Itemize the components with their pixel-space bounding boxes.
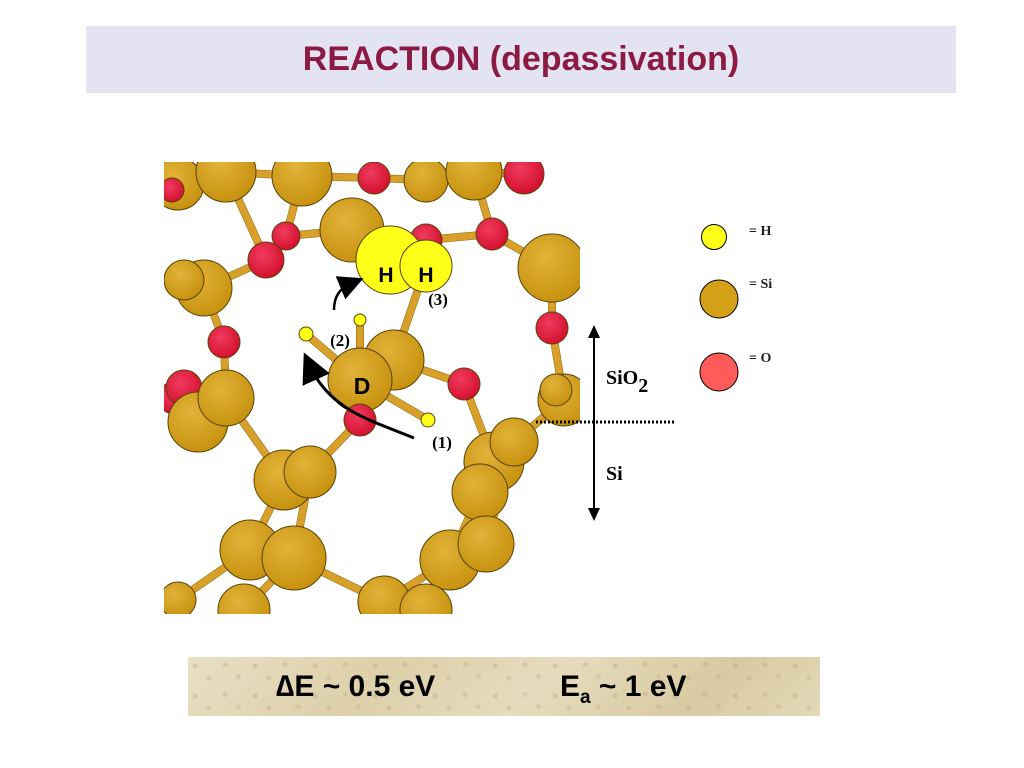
oxygen-atom-8 xyxy=(271,221,301,251)
reaction-arrow-to-3 xyxy=(332,276,364,311)
legend-o-swatch-icon xyxy=(699,352,739,392)
silicon-atom-2 xyxy=(271,162,333,207)
atom-structure xyxy=(164,162,580,614)
atom-layer xyxy=(164,162,580,614)
step-label-2: (2) xyxy=(330,331,350,350)
silicon-atom-36 xyxy=(261,525,327,591)
oxygen-atom-3 xyxy=(357,162,391,195)
oxygen-atom-19 xyxy=(207,325,241,359)
legend-label-si: = Si xyxy=(749,277,773,292)
h-atom-label-1: H xyxy=(378,264,393,287)
legend-h-swatch-icon xyxy=(701,224,727,250)
silicon-atom-33 xyxy=(489,417,539,467)
silicon-atom-17 xyxy=(164,259,205,301)
region-label-sio2-main: SiO xyxy=(606,367,638,389)
axis-arrow-bottom-icon xyxy=(588,508,600,521)
energy-bar: ∆E ~ 0.5 eV Ea ~ 1 eV xyxy=(188,657,820,716)
silicon-atom-1 xyxy=(195,162,257,203)
title-bar: REACTION (depassivation) xyxy=(86,26,956,93)
hydrogen-atom-43 xyxy=(298,326,314,342)
region-label-sio2: SiO2 xyxy=(606,367,648,397)
legend-si-swatch-icon xyxy=(699,279,739,319)
oxygen-atom-7 xyxy=(164,177,185,203)
oxygen-atom-18 xyxy=(535,311,569,345)
region-label-si: Si xyxy=(606,463,623,485)
slide-title: REACTION (depassivation) xyxy=(302,40,740,78)
legend-label-o: = O xyxy=(749,351,772,366)
legend-label-h: = H xyxy=(749,224,772,239)
reaction-arrow-1-to-2 xyxy=(302,352,415,440)
legend-item-h xyxy=(700,223,728,251)
ea-subscript: a xyxy=(580,687,591,708)
region-label-sio2-sub: 2 xyxy=(638,375,648,397)
silicon-atom-39 xyxy=(217,583,271,614)
silicon-atom-28 xyxy=(539,373,573,407)
activation-energy-value: Ea ~ 1 eV xyxy=(560,657,687,716)
oxygen-atom-11 xyxy=(475,217,509,251)
d-atom-label: D xyxy=(354,373,371,399)
silicon-atom-26 xyxy=(197,369,255,427)
silicon-atom-5 xyxy=(445,162,503,201)
ea-value: ~ 1 eV xyxy=(590,670,687,703)
silicon-atom-31 xyxy=(283,445,337,499)
molecular-diagram xyxy=(164,162,580,614)
hydrogen-atom-15 xyxy=(399,239,453,293)
oxygen-atom-21 xyxy=(447,367,481,401)
legend-item-si xyxy=(699,279,741,321)
silicon-atom-42 xyxy=(164,581,197,614)
hydrogen-atom-44 xyxy=(353,313,367,327)
axis-arrow-top-icon xyxy=(588,325,600,338)
hydrogen-atom-45 xyxy=(420,412,436,428)
step-label-3: (3) xyxy=(428,290,448,309)
step-label-1: (1) xyxy=(432,433,452,452)
silicon-atom-38 xyxy=(457,515,515,573)
silicon-atom-41 xyxy=(399,583,453,614)
oxygen-atom-6 xyxy=(503,162,545,195)
silicon-atom-12 xyxy=(517,233,580,303)
h-atom-label-2: H xyxy=(418,264,433,287)
legend-item-o xyxy=(699,352,741,394)
delta-e-value: ∆E ~ 0.5 eV xyxy=(276,670,436,703)
oxygen-atom-13 xyxy=(247,241,285,279)
ea-symbol: E xyxy=(560,670,581,703)
